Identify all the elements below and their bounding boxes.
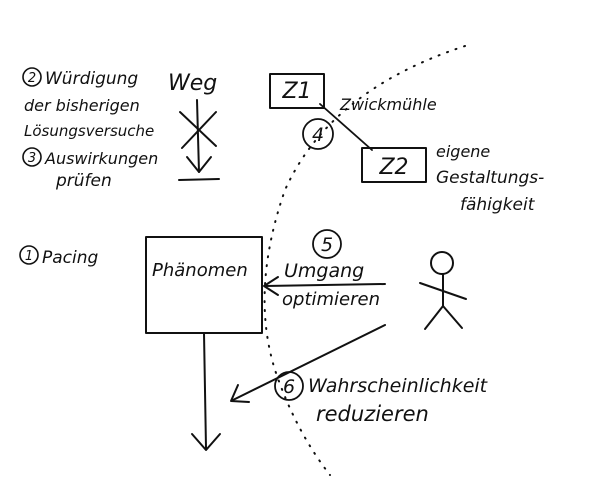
z2-box: [361, 147, 427, 183]
z1-box: [269, 73, 325, 109]
step3-badge: [22, 147, 42, 167]
step4-number: 4: [312, 124, 324, 146]
step4-badge: [302, 118, 334, 150]
step6-line2: reduzieren: [316, 402, 429, 426]
step2-line2: der bisherigen: [24, 96, 140, 115]
zwickmuehle-label: Zwickmühle: [339, 95, 437, 114]
umgang-arrow: [263, 276, 386, 296]
step6-number: 6: [283, 376, 295, 398]
step5-line1: Umgang: [284, 260, 364, 282]
weg-path-icon: [178, 99, 220, 181]
step5-badge: [312, 229, 342, 259]
phaenomen-box: [145, 236, 263, 334]
person-icon: [419, 251, 467, 330]
z1-z2-connector: [319, 103, 373, 151]
step2-line1: Würdigung: [45, 69, 138, 89]
step5-number: 5: [321, 234, 333, 256]
eigene-line2: Gestaltungs-: [436, 168, 544, 188]
step3-number: 3: [28, 151, 36, 166]
eigene-line3: fähigkeit: [460, 195, 536, 215]
boundary-arc: [263, 45, 466, 476]
step2-badge: [22, 67, 42, 87]
z2-label: Z2: [378, 155, 408, 180]
step6-badge: [274, 371, 304, 401]
step3-line2: prüfen: [55, 171, 112, 191]
step2-number: 2: [28, 71, 36, 86]
step5-line2: optimieren: [282, 289, 380, 310]
step1-label: Pacing: [42, 248, 99, 268]
weg-label: Weg: [168, 71, 217, 96]
phaenomen-label: Phänomen: [152, 260, 248, 281]
eigene-line1: eigene: [436, 142, 490, 161]
z1-label: Z1: [281, 79, 311, 104]
step2-line3: Lösungsversuche: [24, 122, 154, 140]
step1-number: 1: [25, 249, 33, 264]
step3-line1: Auswirkungen: [44, 149, 158, 168]
step6-line1: Wahrscheinlichkeit: [308, 375, 489, 397]
phaenomen-down-arrow: [191, 332, 221, 451]
wahrscheinlichkeit-arrow: [230, 324, 386, 403]
step1-badge: [19, 245, 39, 265]
